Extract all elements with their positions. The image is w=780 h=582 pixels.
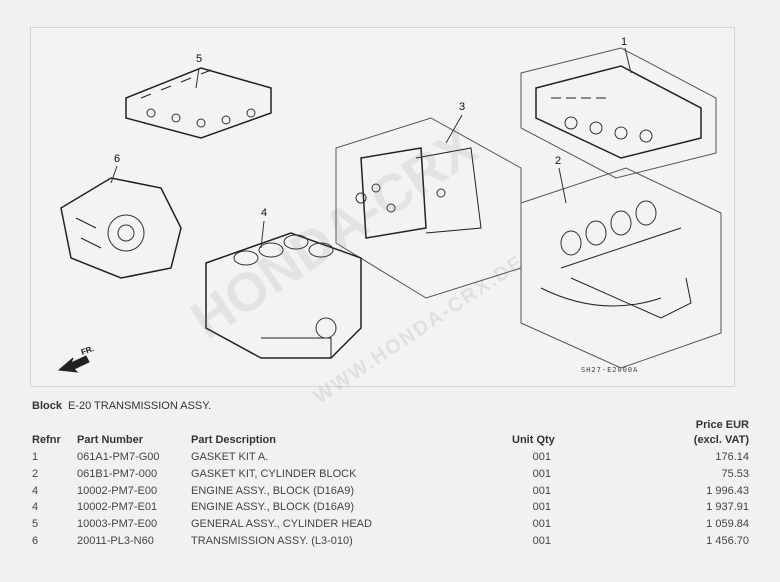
table-row: 1 061A1-PM7-G00 GASKET KIT A. 001 176.14 <box>0 451 780 467</box>
header-part-number: Part Number <box>77 434 144 446</box>
price: 75.53 <box>721 468 749 480</box>
table-row: 4 10002-PM7-E01 ENGINE ASSY., BLOCK (D16… <box>0 501 780 517</box>
refnr: 2 <box>32 468 39 480</box>
callout-1: 1 <box>621 36 628 48</box>
block-info: Block E-20 TRANSMISSION ASSY. <box>32 400 211 412</box>
block-value: E-20 TRANSMISSION ASSY. <box>67 400 212 412</box>
refnr: 1 <box>32 451 39 463</box>
part-description: ENGINE ASSY., BLOCK (D16A9) <box>191 485 355 497</box>
header-price-line1: Price EUR <box>695 419 749 431</box>
part-number[interactable]: 061A1-PM7-G00 <box>77 451 160 463</box>
callout-4: 4 <box>261 207 268 219</box>
part-description: TRANSMISSION ASSY. (L3-010) <box>191 535 353 547</box>
refnr: 4 <box>32 501 39 513</box>
price: 1 996.43 <box>706 485 749 497</box>
callout-2: 2 <box>555 155 562 167</box>
price: 176.14 <box>715 451 749 463</box>
front-arrow-icon <box>57 355 90 373</box>
part-description: GENERAL ASSY., CYLINDER HEAD <box>191 518 372 530</box>
part-description: GASKET KIT, CYLINDER BLOCK <box>191 468 357 480</box>
table-row: 5 10003-PM7-E00 GENERAL ASSY., CYLINDER … <box>0 518 780 534</box>
header-description: Part Description <box>191 434 276 446</box>
block-label: Block <box>32 400 62 412</box>
header-refnr: Refnr <box>32 434 61 446</box>
unit-qty: 001 <box>532 485 551 497</box>
callout-3: 3 <box>459 101 466 113</box>
refnr: 4 <box>32 485 39 497</box>
unit-qty: 001 <box>532 535 551 547</box>
unit-qty: 001 <box>532 468 551 480</box>
table-row: 6 20011-PL3-N60 TRANSMISSION ASSY. (L3-0… <box>0 535 780 551</box>
refnr: 6 <box>32 535 39 547</box>
diagram-code: SH27-E2000A <box>581 366 639 374</box>
unit-qty: 001 <box>532 518 551 530</box>
callout-6: 6 <box>114 153 121 165</box>
part-number[interactable]: 20011-PL3-N60 <box>77 535 154 547</box>
parts-diagram: 1 2 3 4 5 6 FR. SH27-E2000A <box>30 27 735 387</box>
price: 1 937.91 <box>706 501 749 513</box>
refnr: 5 <box>32 518 39 530</box>
part-description: GASKET KIT A. <box>191 451 269 463</box>
callout-5: 5 <box>196 53 203 65</box>
unit-qty: 001 <box>532 501 551 513</box>
price: 1 059.84 <box>706 518 749 530</box>
table-row: 4 10002-PM7-E00 ENGINE ASSY., BLOCK (D16… <box>0 485 780 501</box>
part-number[interactable]: 10003-PM7-E00 <box>77 518 158 530</box>
price: 1 456.70 <box>706 535 749 547</box>
header-qty: Unit Qty <box>512 434 555 446</box>
part-number[interactable]: 10002-PM7-E00 <box>77 485 158 497</box>
part-number[interactable]: 10002-PM7-E01 <box>77 501 158 513</box>
exploded-view-drawing <box>57 47 722 373</box>
part-description: ENGINE ASSY., BLOCK (D16A9) <box>191 501 355 513</box>
part-number[interactable]: 061B1-PM7-000 <box>77 468 158 480</box>
header-price-line2: (excl. VAT) <box>693 434 749 446</box>
table-row: 2 061B1-PM7-000 GASKET KIT, CYLINDER BLO… <box>0 468 780 484</box>
unit-qty: 001 <box>532 451 551 463</box>
